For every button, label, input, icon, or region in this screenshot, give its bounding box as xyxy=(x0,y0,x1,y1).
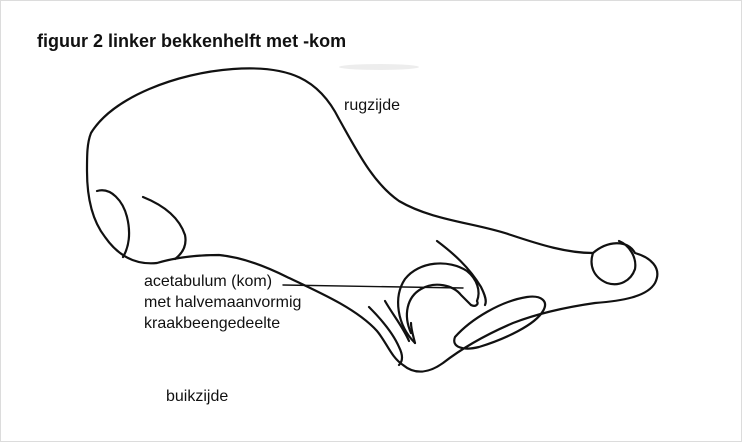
tuber-knob xyxy=(592,241,636,284)
ventral-ridge-left xyxy=(369,307,402,365)
label-acetabulum-line1: acetabulum (kom) xyxy=(144,271,301,292)
label-ventral: buikzijde xyxy=(166,388,228,406)
label-dorsal: rugzijde xyxy=(344,97,400,115)
label-acetabulum: acetabulum (kom) met halvemaanvormig kra… xyxy=(144,271,301,334)
label-acetabulum-line2: met halvemaanvormig xyxy=(144,292,301,313)
left-inner-ridge xyxy=(143,197,186,259)
scan-smudge xyxy=(339,64,419,70)
acetabulum-crescent-tip xyxy=(471,301,478,306)
obturator-foramen xyxy=(454,297,545,349)
acetabulum-crescent-inner xyxy=(407,285,471,333)
ventral-ridge-right xyxy=(385,301,409,341)
label-acetabulum-line3: kraakbeengedeelte xyxy=(144,313,301,334)
